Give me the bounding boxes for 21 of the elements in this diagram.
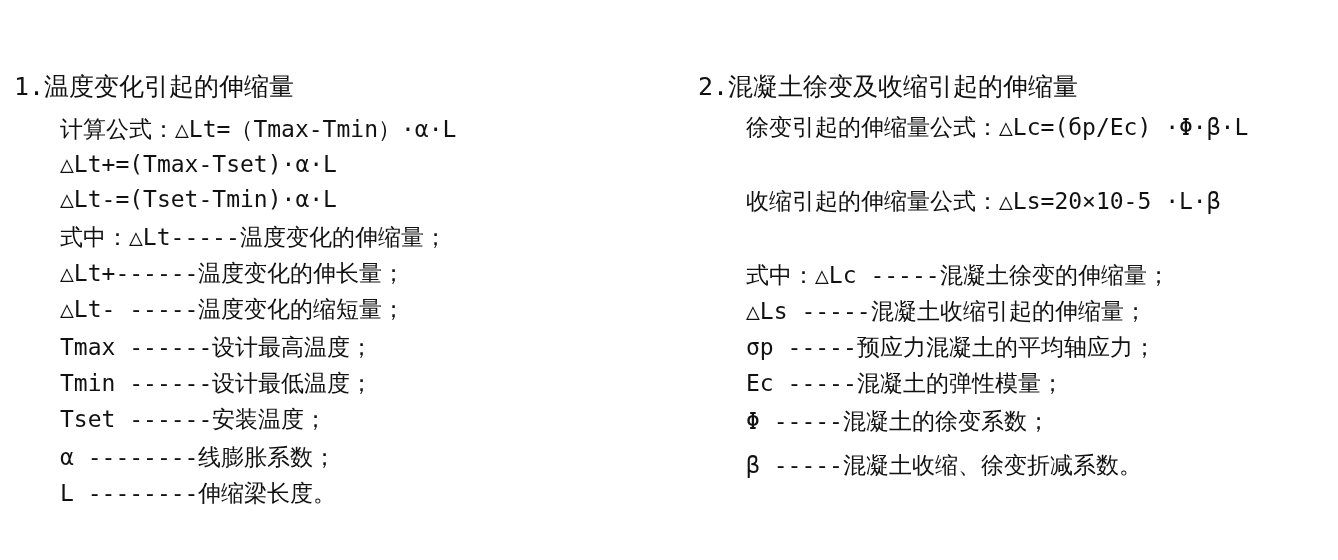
formula-text: 徐变引起的伸缩量公式：△Lc=(бp/Ec) ·Φ·β·L [745,113,1250,142]
formula-text: △Lt-=(Tset-Tmin)·α·L [60,185,337,214]
formula-text: 计算公式：△Lt=（Tmax-Tmin）·α·L [60,115,457,144]
definition-text: 式中：△Lt-----温度变化的伸缩量； [60,223,447,252]
definition-text: Ec -----混凝土的弹性模量； [746,369,1064,398]
formula-text: △Lt+=(Tmax-Tset)·α·L [60,150,337,179]
definition-text: Tset ------安装温度； [60,405,328,434]
definition-text: Φ -----混凝土的徐变系数； [746,407,1050,436]
definition-text: Tmin ------设计最低温度； [60,369,374,398]
definition-text: β -----混凝土收缩、徐变折减系数。 [746,451,1142,480]
definition-text: △Ls -----混凝土收缩引起的伸缩量； [746,297,1147,326]
definition-text: 式中：△Lc -----混凝土徐变的伸缩量； [746,261,1170,290]
definition-text: σp -----预应力混凝土的平均轴应力； [746,333,1156,362]
definition-text: Tmax ------设计最高温度； [60,333,374,362]
section-heading: 1.温度变化引起的伸缩量 [14,71,295,103]
formula-text: 收缩引起的伸缩量公式：△Ls=20×10-5 ·L·β [745,187,1222,216]
definition-text: △Lt- -----温度变化的缩短量； [60,295,406,324]
definition-text: α --------线膨胀系数； [60,443,337,472]
definition-text: L --------伸缩梁长度。 [60,479,337,508]
definition-text: △Lt+------温度变化的伸长量； [60,259,406,288]
section-heading: 2.混凝土徐变及收缩引起的伸缩量 [698,71,1079,103]
